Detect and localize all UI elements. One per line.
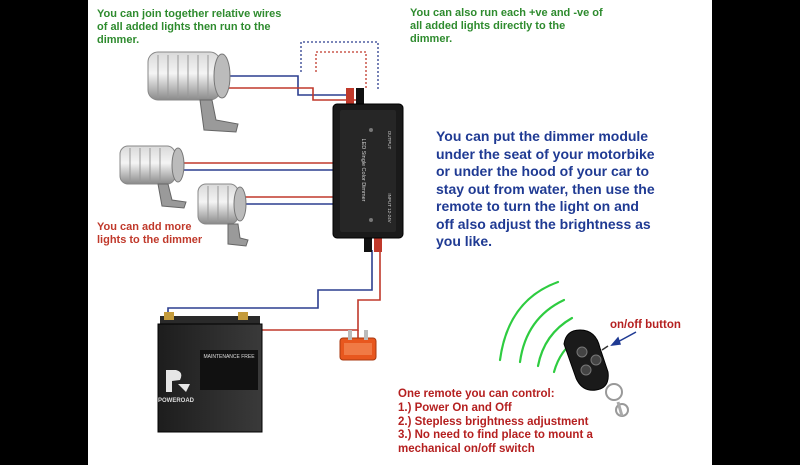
fuse (339, 330, 377, 361)
middle-light-illustration (119, 145, 187, 209)
lower-light-illustration (197, 183, 249, 247)
diagram-canvas: LED Single Color Dimmer OUTPUT INPUT 12-… (88, 0, 712, 465)
run-direct-note: You can also run each +ve and -ve of all… (410, 7, 603, 46)
on-off-pointer (610, 331, 637, 346)
top-light-illustration (147, 51, 239, 133)
placement-note: You can put the dimmer module under the … (436, 128, 655, 249)
dotted-wires (300, 41, 379, 90)
dimmer-input-label: INPUT 12-24V (387, 193, 392, 222)
on-off-button-label: on/off button (610, 319, 681, 331)
remote-features-heading: One remote you can control: (398, 388, 555, 400)
dimmer-module: LED Single Color Dimmer OUTPUT INPUT 12-… (332, 88, 404, 252)
battery-maintenance-label: MAINTENANCE FREE (203, 354, 255, 360)
remote-feature-item: 2.) Stepless brightness adjustment (398, 415, 589, 428)
battery-brand-label: POWEROAD (158, 398, 195, 404)
battery: MAINTENANCE FREE POWEROAD (157, 312, 263, 433)
remote-feature-item: 3.) No need to find place to mount a mec… (398, 429, 593, 456)
add-lights-note: You can add more lights to the dimmer (97, 221, 203, 247)
wiring-illustration: LED Single Color Dimmer OUTPUT INPUT 12-… (119, 41, 637, 433)
signal-arcs (498, 280, 580, 374)
join-wires-note: You can join together relative wires of … (97, 8, 282, 47)
remote-control (563, 329, 629, 417)
dimmer-output-label: OUTPUT (387, 131, 392, 150)
remote-features: One remote you can control: 1.) Power On… (398, 388, 628, 457)
remote-feature-item: 1.) Power On and Off (398, 401, 512, 414)
dimmer-label: LED Single Color Dimmer (360, 139, 366, 202)
